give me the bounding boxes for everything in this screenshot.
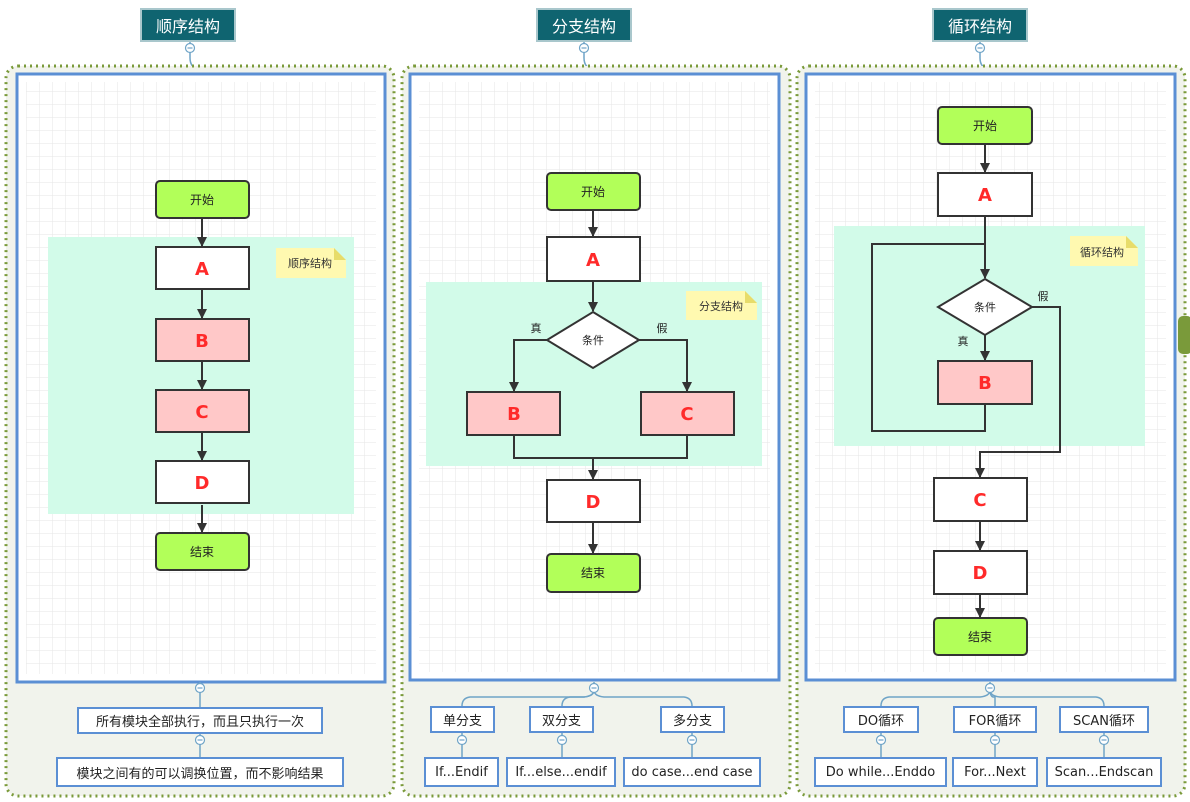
node-end-1: 结束	[155, 532, 250, 571]
node-a-2: A	[546, 236, 641, 282]
node-condition-3: 条件	[936, 277, 1034, 337]
label-execute-once[interactable]: 所有模块全部执行，而且只执行一次	[77, 707, 323, 734]
node-d-2: D	[546, 479, 641, 523]
node-end-2: 结束	[546, 553, 641, 593]
svg-text:开始: 开始	[190, 193, 214, 207]
svg-text:A: A	[978, 185, 992, 206]
topic-branch[interactable]: 分支结构	[536, 8, 632, 42]
svg-text:C: C	[973, 490, 986, 511]
label-do-case[interactable]: do case...end case	[623, 757, 761, 787]
node-end-3: 结束	[933, 617, 1028, 656]
node-b-3: B	[937, 360, 1033, 405]
node-c-3: C	[933, 477, 1028, 522]
svg-text:开始: 开始	[581, 185, 605, 199]
label-true-3: 真	[958, 334, 969, 348]
label-scan-loop[interactable]: SCAN循环	[1059, 706, 1149, 733]
note-loop: 循环结构	[1070, 236, 1138, 266]
label-do-loop[interactable]: DO循环	[843, 706, 919, 733]
svg-text:B: B	[978, 373, 992, 394]
label-true-2: 真	[531, 321, 542, 335]
label-false-2: 假	[657, 321, 668, 335]
svg-text:B: B	[507, 404, 521, 425]
node-d-3: D	[933, 550, 1028, 595]
svg-text:开始: 开始	[973, 119, 997, 133]
node-condition-2: 条件	[545, 310, 641, 370]
side-handle[interactable]	[1178, 316, 1190, 354]
label-if-else-endif[interactable]: If...else...endif	[506, 757, 616, 787]
node-a-1: A	[155, 246, 250, 290]
label-do-while-enddo[interactable]: Do while...Enddo	[814, 757, 947, 787]
svg-text:D: D	[195, 473, 210, 494]
svg-text:条件: 条件	[974, 300, 996, 314]
node-c-1: C	[155, 389, 250, 433]
node-b-2: B	[466, 391, 561, 436]
svg-text:结束: 结束	[581, 566, 605, 580]
svg-text:D: D	[586, 492, 601, 513]
note-sequence: 顺序结构	[276, 248, 346, 278]
svg-text:D: D	[973, 563, 988, 584]
node-d-1: D	[155, 460, 250, 504]
node-a-3: A	[937, 172, 1033, 217]
svg-text:C: C	[195, 402, 208, 423]
note-loop-text: 循环结构	[1080, 245, 1124, 259]
label-if-endif[interactable]: If...Endif	[424, 757, 499, 787]
node-c-2: C	[640, 391, 735, 436]
node-start-1: 开始	[155, 180, 250, 219]
svg-text:结束: 结束	[190, 545, 214, 559]
note-branch: 分支结构	[686, 291, 757, 320]
topic-loop[interactable]: 循环结构	[932, 8, 1028, 42]
svg-text:A: A	[586, 250, 600, 271]
label-single-branch[interactable]: 单分支	[430, 706, 495, 733]
svg-text:C: C	[680, 404, 693, 425]
label-for-next[interactable]: For...Next	[952, 757, 1038, 787]
topic-sequence[interactable]: 顺序结构	[140, 8, 236, 42]
label-reorder-modules[interactable]: 模块之间有的可以调换位置，而不影响结果	[56, 757, 344, 787]
node-b-1: B	[155, 318, 250, 362]
svg-text:B: B	[195, 331, 209, 352]
label-double-branch[interactable]: 双分支	[529, 706, 594, 733]
label-false-3: 假	[1038, 289, 1049, 303]
label-scan-endscan[interactable]: Scan...Endscan	[1046, 757, 1162, 787]
svg-text:结束: 结束	[968, 630, 992, 644]
node-start-3: 开始	[937, 106, 1033, 145]
label-multi-branch[interactable]: 多分支	[660, 706, 725, 733]
label-for-loop[interactable]: FOR循环	[953, 706, 1037, 733]
note-branch-text: 分支结构	[699, 299, 743, 313]
svg-text:A: A	[195, 259, 209, 280]
note-sequence-text: 顺序结构	[288, 256, 332, 270]
svg-text:条件: 条件	[582, 333, 604, 347]
node-start-2: 开始	[546, 172, 641, 211]
